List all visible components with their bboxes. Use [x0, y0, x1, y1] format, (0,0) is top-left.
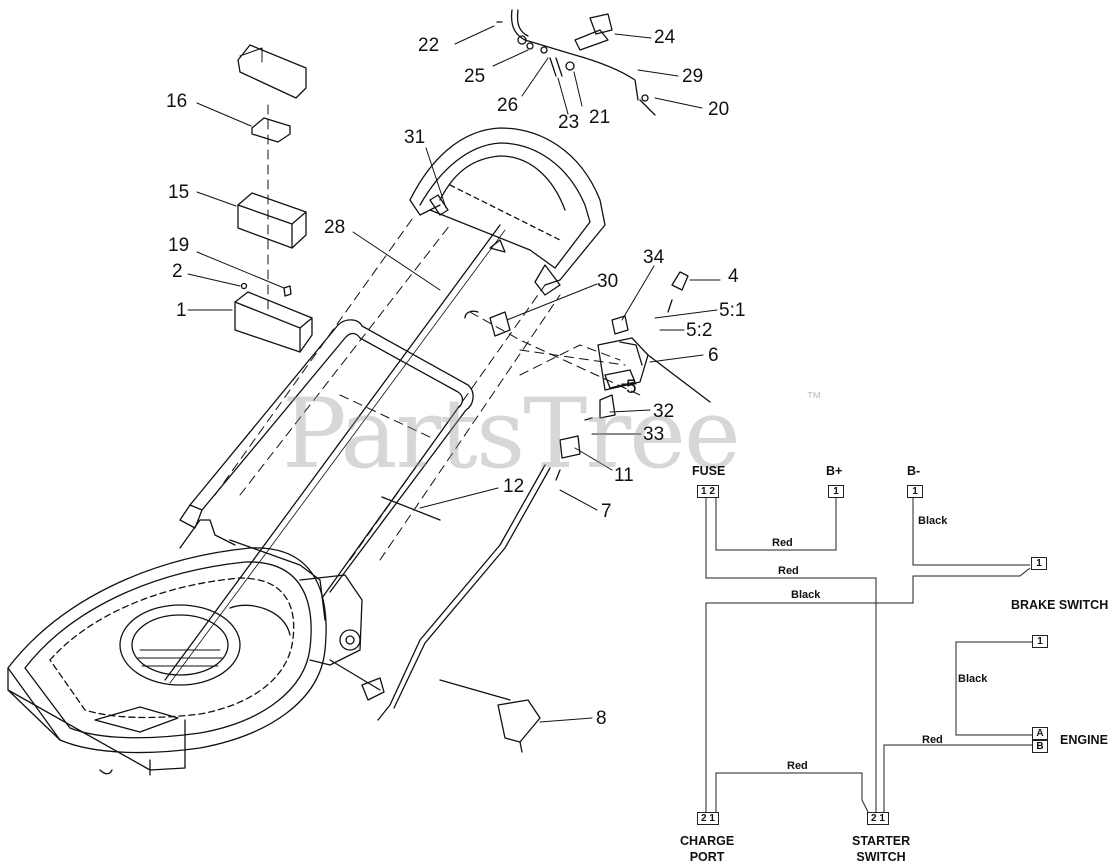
callout-20: 20: [708, 99, 730, 120]
b-minus-connector: 1: [907, 485, 923, 498]
trademark-symbol: ™: [806, 390, 822, 407]
callout-25: 25: [464, 66, 486, 87]
callout-28: 28: [324, 217, 346, 238]
callout-23: 23: [558, 112, 580, 133]
fuse-label: FUSE: [692, 464, 726, 478]
callout-26: 26: [497, 95, 519, 116]
engine-pin-b: B: [1032, 740, 1048, 753]
wire-label-starter-engine: Red: [922, 734, 943, 746]
engine-upper-connector: 1: [1032, 635, 1048, 648]
callout-5: 5: [626, 377, 637, 398]
callout-24: 24: [654, 27, 676, 48]
brake-switch-label: BRAKE SWITCH: [1011, 598, 1109, 612]
fuse-connector: 1 2: [697, 485, 719, 498]
starter-switch-label-line-1: STARTER: [852, 834, 911, 848]
partstree-watermark: PartsTree: [282, 378, 741, 490]
engine-pin-a: A: [1032, 727, 1048, 740]
brake-switch-connector: 1: [1031, 557, 1047, 570]
callout-7: 7: [601, 501, 612, 522]
b-minus-label: B-: [907, 464, 921, 478]
wire-label-fuse-starter: Red: [778, 565, 799, 577]
callout-15: 15: [168, 182, 190, 203]
switch-hardware: [377, 271, 711, 753]
charge-port-label-line-2: PORT: [689, 850, 725, 864]
callout-32: 32: [653, 401, 675, 422]
wire-label-engine-loop: Black: [958, 673, 988, 685]
charge-port-connector: 2 1: [697, 812, 719, 825]
callout-34: 34: [643, 247, 665, 268]
upper-handle: [409, 127, 606, 296]
assembly-lines: [214, 104, 641, 561]
callout-6: 6: [708, 345, 719, 366]
callout-31: 31: [404, 127, 426, 148]
callout-5-2: 5:2: [686, 320, 713, 341]
callout-leaders: [187, 25, 721, 723]
callout-11: 11: [614, 465, 634, 486]
callout-5-1: 5:1: [719, 300, 746, 321]
callout-1: 1: [176, 300, 187, 321]
wire-label-brake-charge: Black: [791, 589, 821, 601]
callout-8: 8: [596, 708, 607, 729]
control-cable: [164, 224, 506, 684]
starter-switch-label: STARTER SWITCH: [852, 833, 910, 865]
b-plus-connector: 1: [828, 485, 844, 498]
wire-label-charge-starter: Red: [787, 760, 808, 772]
callout-12: 12: [503, 476, 525, 497]
battery-parts: [234, 44, 313, 353]
wire-label-bminus-brake: Black: [918, 515, 948, 527]
callout-29: 29: [682, 66, 704, 87]
starter-switch-connector: 2 1: [867, 812, 889, 825]
wire-label-fuse-bplus: Red: [772, 537, 793, 549]
upper-hardware: [496, 9, 656, 116]
charge-port-label-line-1: CHARGE: [680, 834, 735, 848]
charge-port-label: CHARGE PORT: [680, 833, 734, 865]
wiring-schematic: [705, 498, 1034, 813]
callout-22: 22: [418, 35, 440, 56]
callout-33: 33: [643, 424, 665, 445]
callout-4: 4: [728, 266, 739, 287]
callout-30: 30: [597, 271, 619, 292]
callout-21: 21: [589, 107, 611, 128]
callout-19: 19: [168, 235, 190, 256]
mower-deck: [7, 519, 385, 776]
starter-switch-label-line-2: SWITCH: [856, 850, 906, 864]
callout-16: 16: [166, 91, 188, 112]
lower-handle: [179, 319, 474, 599]
b-plus-label: B+: [826, 464, 843, 478]
callout-2: 2: [172, 261, 183, 282]
engine-label: ENGINE: [1060, 733, 1108, 747]
